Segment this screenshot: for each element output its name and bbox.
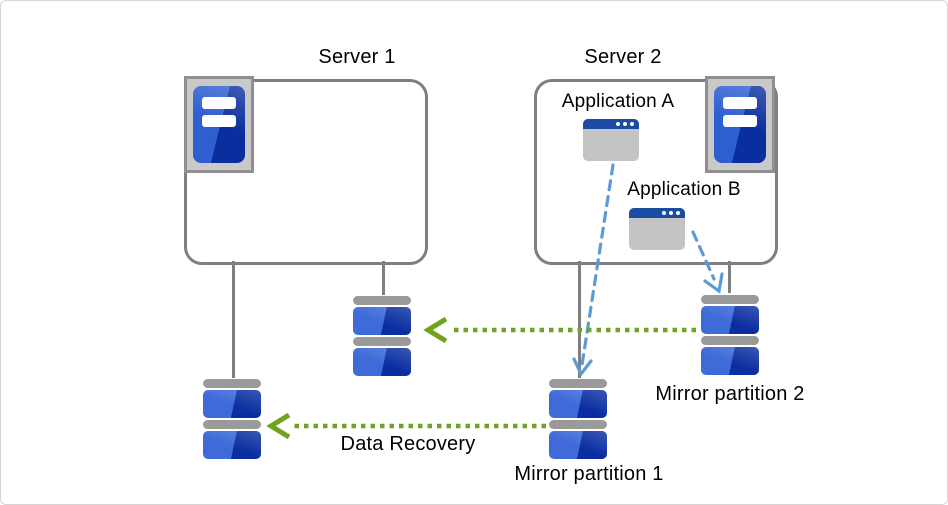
application-b-label: Application B bbox=[627, 179, 741, 200]
server1-left-disk-icon bbox=[203, 379, 261, 461]
server-slot bbox=[723, 115, 757, 127]
disk-platter bbox=[353, 348, 411, 376]
arrow-app-b-arrowhead-icon bbox=[703, 272, 724, 294]
disk-cap bbox=[203, 379, 261, 388]
disk-platter bbox=[549, 431, 607, 459]
data-recovery-arrow-chevron-icon bbox=[266, 412, 291, 440]
mirror2-arrow-chevron-icon bbox=[423, 316, 448, 344]
server-tower-icon bbox=[714, 86, 766, 163]
disk-platter bbox=[701, 306, 759, 334]
window-dot-icon bbox=[630, 122, 634, 126]
application-b-icon bbox=[629, 208, 685, 250]
window-dot-icon bbox=[676, 211, 680, 215]
disk-cap bbox=[203, 420, 261, 429]
application-a-icon bbox=[583, 119, 639, 161]
server1-label: Server 1 bbox=[318, 46, 396, 68]
window-dot-icon bbox=[616, 122, 620, 126]
disk-platter bbox=[203, 431, 261, 459]
server2-label: Server 2 bbox=[584, 46, 662, 68]
server1-middle-disk-icon bbox=[353, 296, 411, 378]
window-dot-icon bbox=[623, 122, 627, 126]
data-recovery-label: Data Recovery bbox=[340, 433, 476, 455]
disk-cap bbox=[549, 420, 607, 429]
disk-platter bbox=[353, 307, 411, 335]
server-tower-icon bbox=[193, 86, 245, 163]
server-slot bbox=[202, 97, 236, 109]
server1-icon bbox=[184, 76, 254, 173]
mirror-partition-2-disk-icon bbox=[701, 295, 759, 377]
disk-cap bbox=[353, 296, 411, 305]
disk-cap bbox=[701, 295, 759, 304]
mirror-partition-1-label: Mirror partition 1 bbox=[514, 463, 664, 485]
server-slot bbox=[723, 97, 757, 109]
mirror-partition-2-label: Mirror partition 2 bbox=[655, 383, 805, 405]
arrow-app-a-arrowhead-icon bbox=[572, 357, 593, 378]
window-titlebar bbox=[583, 119, 639, 129]
window-dot-icon bbox=[662, 211, 666, 215]
disk-cap bbox=[549, 379, 607, 388]
window-titlebar bbox=[629, 208, 685, 218]
disk-cap bbox=[353, 337, 411, 346]
disk-platter bbox=[549, 390, 607, 418]
server-slot bbox=[202, 115, 236, 127]
disk-platter bbox=[203, 390, 261, 418]
server2-icon bbox=[705, 76, 775, 173]
window-dot-icon bbox=[669, 211, 673, 215]
mirror-partition-1-disk-icon bbox=[549, 379, 607, 461]
disk-platter bbox=[701, 347, 759, 375]
disk-cap bbox=[701, 336, 759, 345]
application-a-label: Application A bbox=[561, 91, 675, 112]
